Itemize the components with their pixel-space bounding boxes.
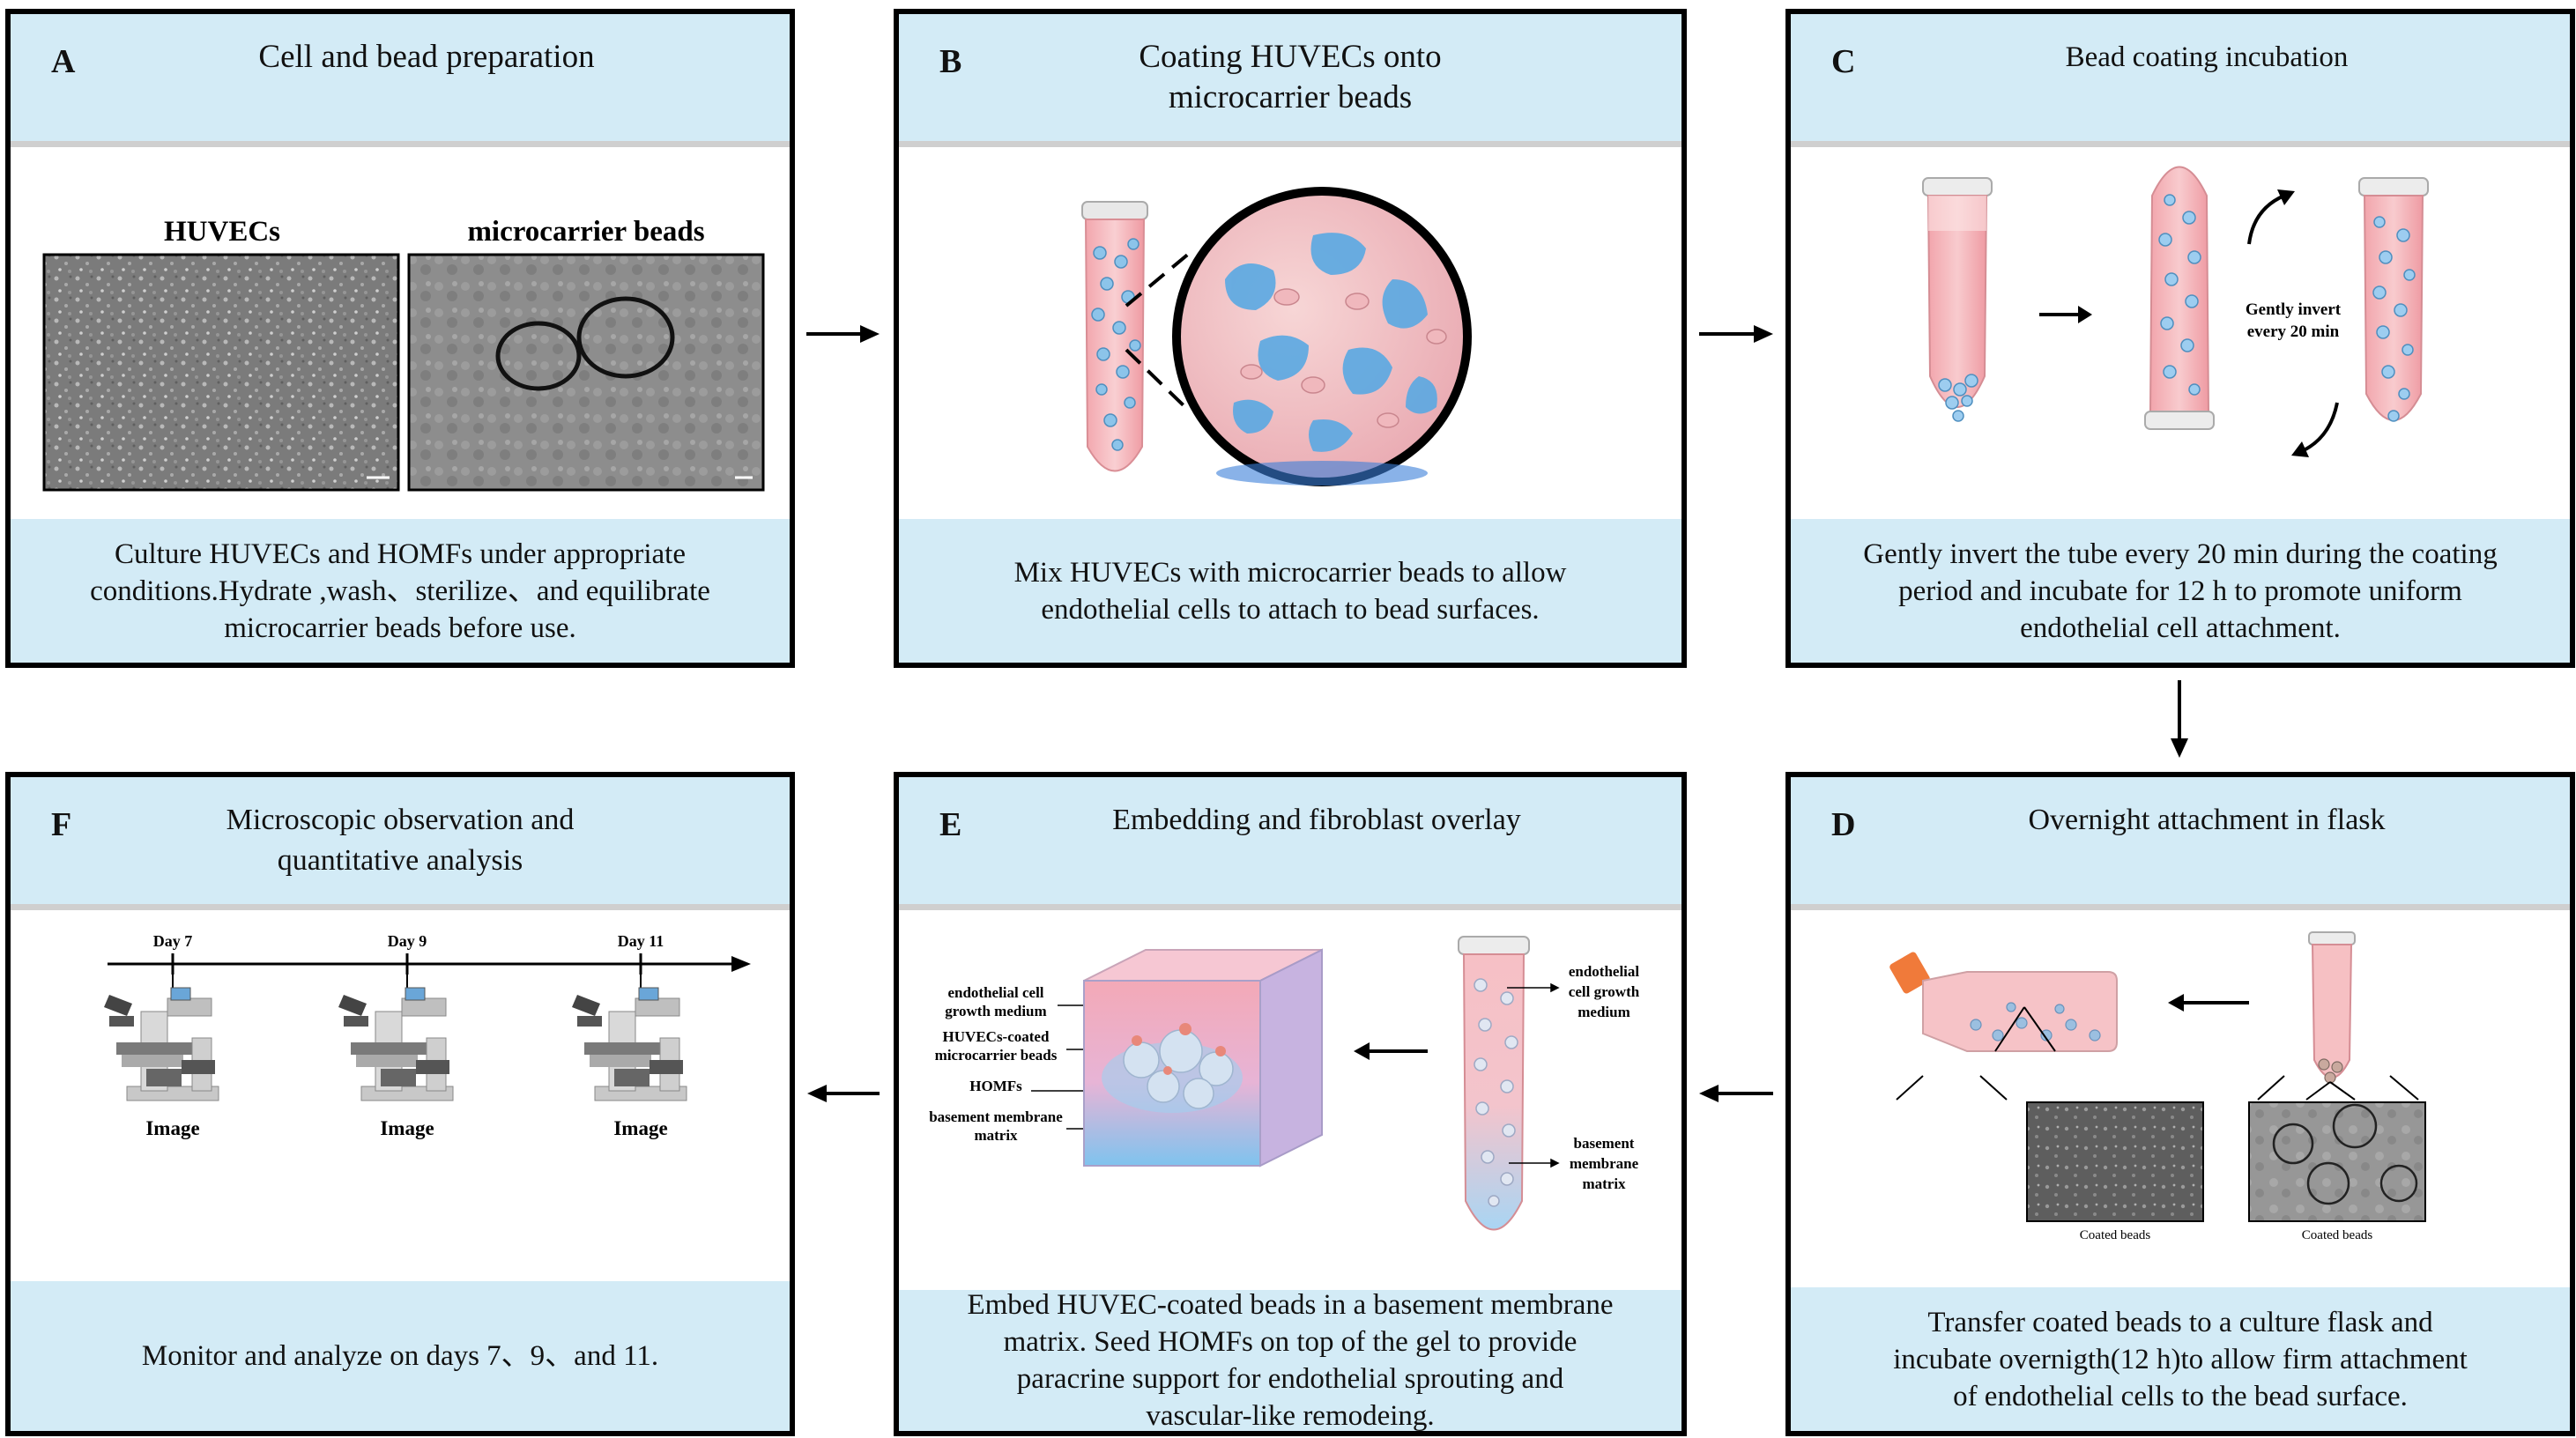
panel-e: E Embedding and fibroblast overlay endot… xyxy=(894,772,1687,1436)
svg-text:matrix: matrix xyxy=(974,1127,1018,1144)
panel-d-header: D Overnight attachment in flask xyxy=(1791,777,2570,910)
microscope-icon xyxy=(571,987,687,1101)
panel-e-description: Embed HUVEC-coated beads in a basement m… xyxy=(899,1289,1681,1431)
tube-sediment xyxy=(1922,177,1993,422)
panel-b-header: B Coating HUVECs onto microcarrier beads xyxy=(899,14,1681,147)
svg-text:HUVECs-coated: HUVECs-coated xyxy=(943,1028,1050,1045)
microscope-icon xyxy=(103,987,219,1101)
panel-f-title: Microscopic observation and quantitative… xyxy=(226,804,575,877)
svg-text:cell growth: cell growth xyxy=(1569,983,1640,1000)
coated-beads-micrograph-right xyxy=(2248,1101,2426,1222)
tube-with-beads xyxy=(1081,201,1148,472)
arrow-a-to-b xyxy=(806,325,880,343)
panel-a-letter: A xyxy=(51,43,76,80)
panel-c-figure: Gently invert every 20 min xyxy=(1791,147,2570,517)
panel-f-letter: F xyxy=(51,806,72,843)
svg-text:basement membrane: basement membrane xyxy=(929,1108,1063,1125)
beads-micrograph xyxy=(407,253,765,492)
image-label: Image xyxy=(613,1117,667,1139)
culture-flask xyxy=(1889,952,2118,1052)
panel-f-description: Monitor and analyze on days 7、9、and 11. xyxy=(11,1281,790,1431)
gel-cube xyxy=(1083,948,1323,1167)
panel-b-letter: B xyxy=(939,43,962,80)
svg-text:medium: medium xyxy=(1578,1004,1630,1020)
panel-a: A Cell and bead preparation xyxy=(5,9,795,668)
microscope-icon xyxy=(338,987,454,1101)
tube-distributed xyxy=(2358,177,2429,422)
panel-f: F Microscopic observation and quantitati… xyxy=(5,772,795,1436)
panel-c: C Bead coating incubation xyxy=(1785,9,2575,668)
panel-f-figure: Day 7 Day 9 Day 11 Image Image Image xyxy=(11,910,790,1280)
panel-c-title: Bead coating incubation xyxy=(2065,41,2349,73)
panel-b-description: Mix HUVECs with microcarrier beads to al… xyxy=(899,519,1681,663)
panel-d: D Overnight attachment in flask xyxy=(1785,772,2575,1436)
panel-d-title: Overnight attachment in flask xyxy=(2028,804,2386,836)
tube-inverted xyxy=(2144,166,2215,430)
invert-label-line2: every 20 min xyxy=(2247,322,2340,341)
huvecs-micrograph xyxy=(42,253,400,492)
tube-labels: endothelial cell growth medium basement … xyxy=(1569,963,1640,1192)
panel-e-letter: E xyxy=(939,806,962,843)
coated-bead-closeup xyxy=(1172,187,1472,486)
panel-d-figure: Coated beads Coated beads xyxy=(1791,910,2570,1298)
arrow-b-to-c xyxy=(1699,325,1773,343)
day-7-label: Day 7 xyxy=(153,932,193,950)
panel-c-description: Gently invert the tube every 20 min duri… xyxy=(1791,519,2570,663)
huvecs-image-label: HUVECs xyxy=(164,216,280,248)
cube-labels: endothelial cell growth medium HUVECs-co… xyxy=(929,984,1063,1144)
panel-e-title: Embedding and fibroblast overlay xyxy=(1112,804,1521,836)
panel-c-header: C Bead coating incubation xyxy=(1791,14,2570,147)
matrix-tube xyxy=(1458,936,1530,1231)
panel-b-figure xyxy=(899,147,1681,517)
image-label: Image xyxy=(380,1117,434,1139)
panel-c-letter: C xyxy=(1831,43,1856,80)
panel-e-figure: endothelial cell growth medium HUVECs-co… xyxy=(899,910,1681,1263)
panel-b: B Coating HUVECs onto microcarrier beads xyxy=(894,9,1687,668)
panel-a-figure: HUVECs microcarrier beads xyxy=(11,147,790,517)
svg-text:endothelial: endothelial xyxy=(1569,963,1640,980)
svg-text:matrix: matrix xyxy=(1582,1175,1626,1192)
arrow-e-to-f xyxy=(807,1085,880,1102)
svg-text:microcarrier beads: microcarrier beads xyxy=(935,1047,1058,1064)
svg-text:basement: basement xyxy=(1574,1135,1635,1152)
coated-beads-caption-left: Coated beads xyxy=(2080,1228,2151,1242)
svg-text:HOMFs: HOMFs xyxy=(969,1078,1022,1094)
panel-a-header: A Cell and bead preparation xyxy=(11,14,790,147)
coated-beads-micrograph-left xyxy=(2026,1101,2204,1222)
image-label: Image xyxy=(145,1117,199,1139)
panel-f-header: F Microscopic observation and quantitati… xyxy=(11,777,790,910)
panel-d-letter: D xyxy=(1831,806,1856,843)
panel-a-description: Culture HUVECs and HOMFs under appropria… xyxy=(11,519,790,663)
panel-d-description: Transfer coated beads to a culture flask… xyxy=(1791,1287,2570,1431)
coated-beads-caption-right: Coated beads xyxy=(2302,1228,2373,1242)
svg-text:membrane: membrane xyxy=(1570,1155,1639,1172)
svg-text:growth medium: growth medium xyxy=(945,1003,1046,1019)
panel-b-title: Coating HUVECs onto microcarrier beads xyxy=(1139,39,1442,115)
beads-image-label: microcarrier beads xyxy=(467,216,704,248)
arrow-d-to-e xyxy=(1699,1085,1773,1102)
small-tube xyxy=(2308,931,2356,1084)
svg-text:endothelial cell: endothelial cell xyxy=(947,984,1043,1001)
panel-e-header: E Embedding and fibroblast overlay xyxy=(899,777,1681,910)
day-9-label: Day 9 xyxy=(388,932,427,950)
day-11-label: Day 11 xyxy=(618,932,664,950)
panel-a-title: Cell and bead preparation xyxy=(258,39,595,75)
invert-label-line1: Gently invert xyxy=(2246,300,2342,319)
arrow-c-to-d xyxy=(2171,680,2188,758)
